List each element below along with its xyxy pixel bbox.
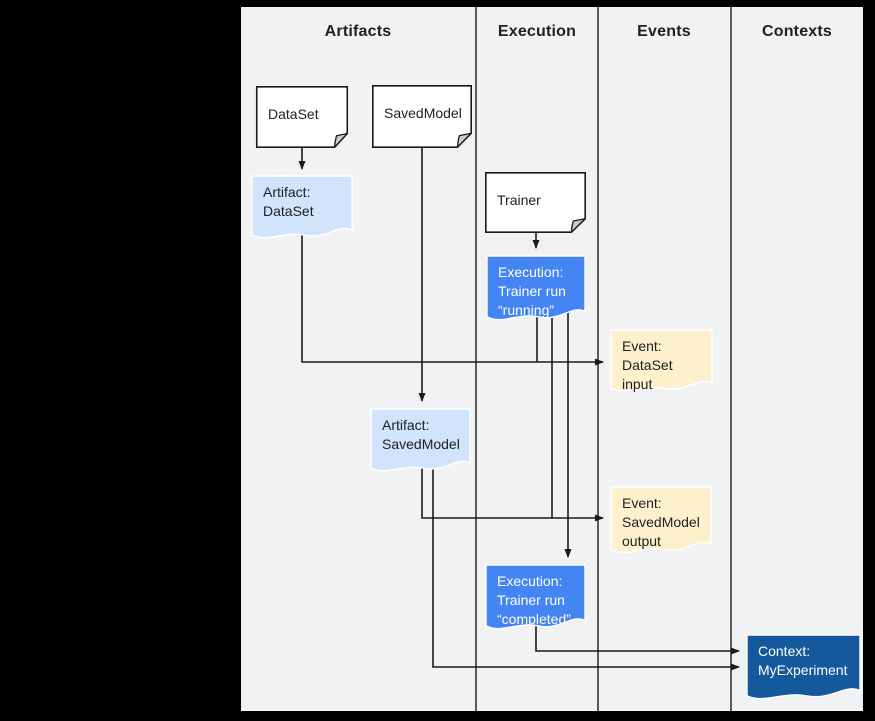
node-event-dataset-input-label: Event: DataSet input xyxy=(622,338,673,392)
node-savedmodel: SavedModel xyxy=(372,85,472,148)
node-context-myexperiment: Context: MyExperiment xyxy=(747,635,860,705)
node-dataset: DataSet xyxy=(256,86,348,148)
document-shape xyxy=(487,256,585,326)
node-execution-running: Execution: Trainer run “running” xyxy=(487,256,585,326)
edge-artifact-savedmodel-to-context xyxy=(432,459,740,671)
node-execution-completed-label: Execution: Trainer run “completed” xyxy=(497,573,571,627)
card-shape xyxy=(485,172,586,233)
column-header-events: Events xyxy=(637,23,691,40)
document-shape xyxy=(486,565,585,635)
card-shape xyxy=(372,85,472,148)
document-shape xyxy=(611,487,711,559)
edge-artifact-dataset-to-event-dataset-input xyxy=(301,231,604,366)
edge-artifact-savedmodel-to-event-savedmodel-output xyxy=(421,459,604,522)
node-savedmodel-label: SavedModel xyxy=(384,105,462,121)
node-execution-completed: Execution: Trainer run “completed” xyxy=(486,565,585,635)
node-artifact-dataset-label: Artifact: DataSet xyxy=(263,184,314,219)
edge-execution-completed-to-context xyxy=(535,625,740,655)
node-trainer-label: Trainer xyxy=(497,192,541,208)
column-header-artifacts: Artifacts xyxy=(324,23,392,40)
node-artifact-savedmodel: Artifact: SavedModel xyxy=(371,409,470,477)
document-shape xyxy=(371,409,470,477)
document-shape xyxy=(252,176,352,244)
node-artifact-dataset: Artifact: DataSet xyxy=(252,176,352,244)
document-shape xyxy=(611,330,712,397)
document-shape xyxy=(747,635,860,705)
mlmd-flow-diagram: Artifacts Execution Events Contexts Data… xyxy=(241,7,863,711)
column-header-contexts: Contexts xyxy=(761,23,833,40)
node-dataset-label: DataSet xyxy=(268,106,319,122)
node-context-myexperiment-label: Context: MyExperiment xyxy=(758,643,848,678)
column-header-execution: Execution xyxy=(497,23,577,40)
node-execution-running-label: Execution: Trainer run “running” xyxy=(498,264,566,318)
node-artifact-savedmodel-label: Artifact: SavedModel xyxy=(382,417,460,452)
node-event-savedmodel-output: Event: SavedModel output xyxy=(611,487,711,559)
node-event-dataset-input: Event: DataSet input xyxy=(611,330,712,397)
connector-layer xyxy=(298,7,740,711)
node-event-savedmodel-output-label: Event: SavedModel output xyxy=(622,495,700,549)
node-trainer: Trainer xyxy=(485,172,586,233)
card-shape xyxy=(256,86,348,148)
